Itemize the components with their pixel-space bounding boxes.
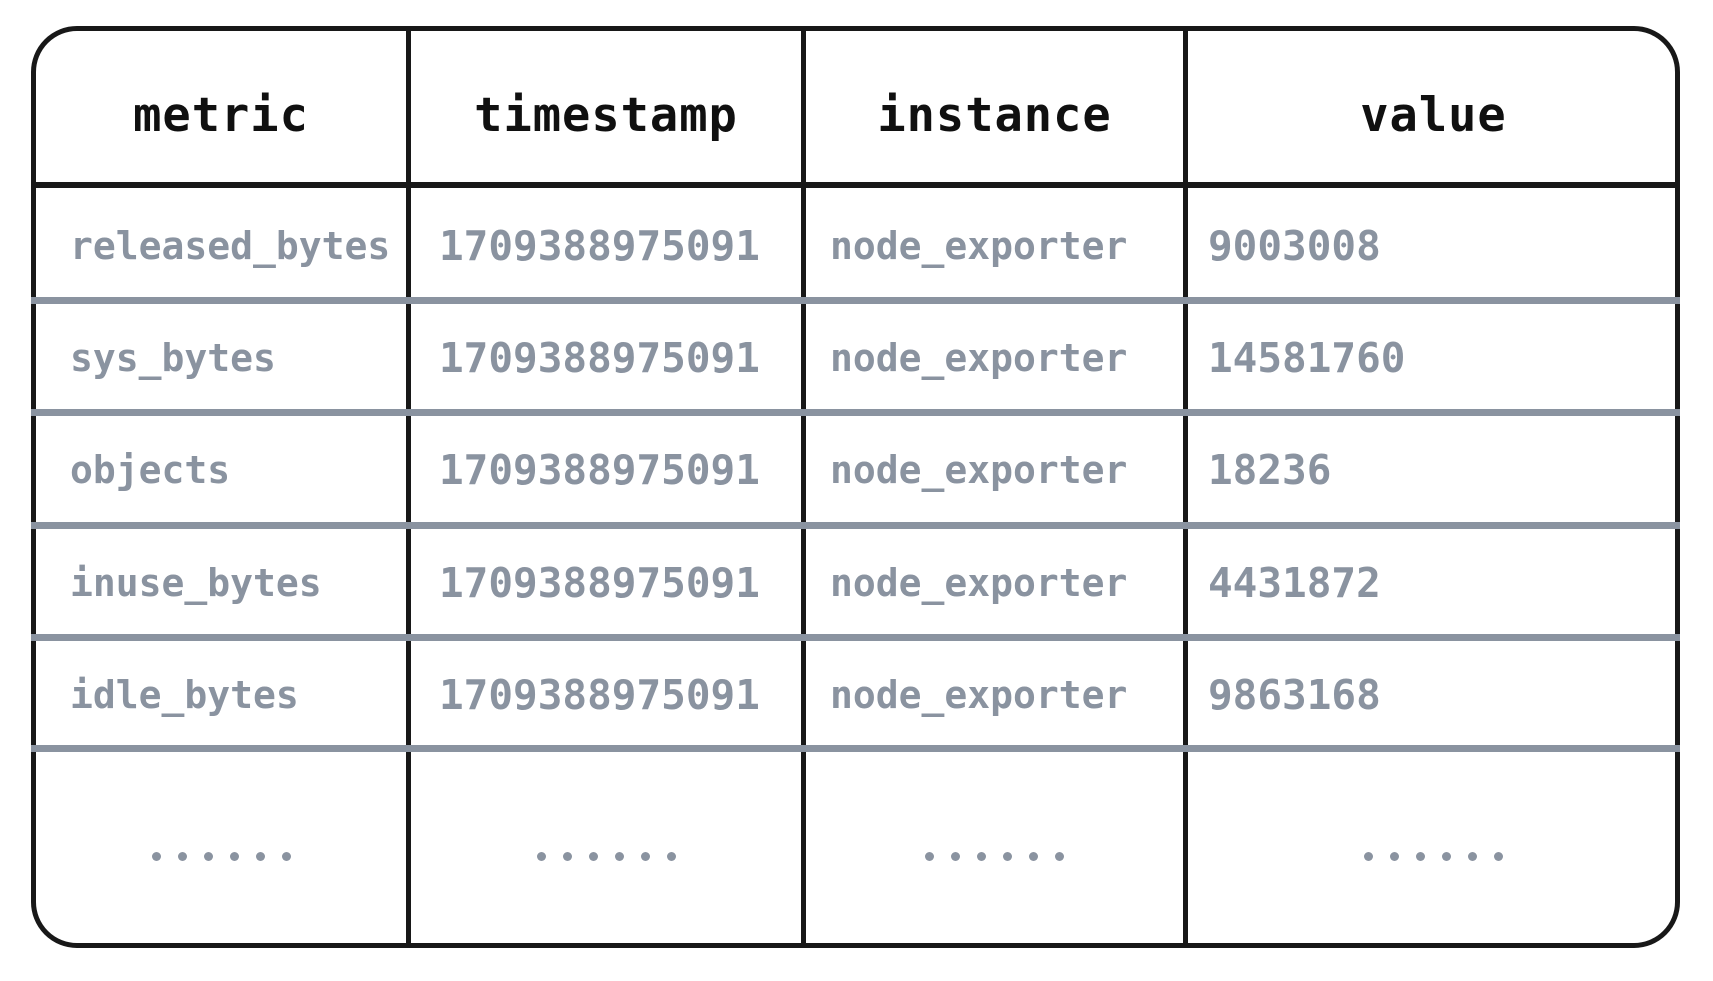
table-cell-instance: node_exporter xyxy=(830,448,1128,492)
table-cell-metric: idle_bytes xyxy=(70,673,299,717)
overflow-ellipsis-metric xyxy=(36,752,406,912)
table-cell-metric: inuse_bytes xyxy=(70,561,322,605)
ellipsis-dots-icon xyxy=(1364,851,1503,861)
overflow-ellipsis-timestamp xyxy=(411,752,801,912)
table-cell-instance: node_exporter xyxy=(830,561,1128,605)
table-cell-metric: released_bytes xyxy=(70,224,391,268)
table-border xyxy=(31,26,1680,948)
table-cell-timestamp: 1709388975091 xyxy=(439,559,760,607)
ellipsis-dots-icon xyxy=(536,851,676,861)
table-cell-metric: objects xyxy=(70,448,231,492)
column-header-timestamp: timestamp xyxy=(474,87,738,143)
table-cell-instance: node_exporter xyxy=(830,224,1128,268)
table-cell-instance: node_exporter xyxy=(830,336,1128,380)
table-cell-timestamp: 1709388975091 xyxy=(439,671,760,719)
table-cell-metric: sys_bytes xyxy=(70,336,276,380)
overflow-ellipsis-value xyxy=(1188,752,1679,912)
column-header-metric: metric xyxy=(133,87,309,143)
row-separator xyxy=(31,634,1680,641)
row-separator xyxy=(31,745,1680,752)
overflow-ellipsis-instance xyxy=(806,752,1183,912)
row-separator xyxy=(31,409,1680,416)
column-divider-1 xyxy=(406,28,411,944)
table-cell-value: 9863168 xyxy=(1208,671,1381,719)
table-cell-timestamp: 1709388975091 xyxy=(439,222,760,270)
column-header-value: value xyxy=(1360,87,1507,143)
table-cell-timestamp: 1709388975091 xyxy=(439,446,760,494)
table-cell-value: 9003008 xyxy=(1208,222,1381,270)
ellipsis-dots-icon xyxy=(151,851,291,861)
ellipsis-dots-icon xyxy=(925,851,1064,861)
row-separator xyxy=(31,522,1680,529)
column-divider-3 xyxy=(1183,28,1188,944)
table-cell-value: 4431872 xyxy=(1208,559,1381,607)
table-cell-value: 14581760 xyxy=(1208,334,1406,382)
column-header-instance: instance xyxy=(877,87,1112,143)
column-divider-2 xyxy=(801,28,806,944)
header-separator xyxy=(36,182,1679,188)
table-cell-timestamp: 1709388975091 xyxy=(439,334,760,382)
table-cell-value: 18236 xyxy=(1208,446,1332,494)
table-cell-instance: node_exporter xyxy=(830,673,1128,717)
row-separator xyxy=(31,297,1680,304)
